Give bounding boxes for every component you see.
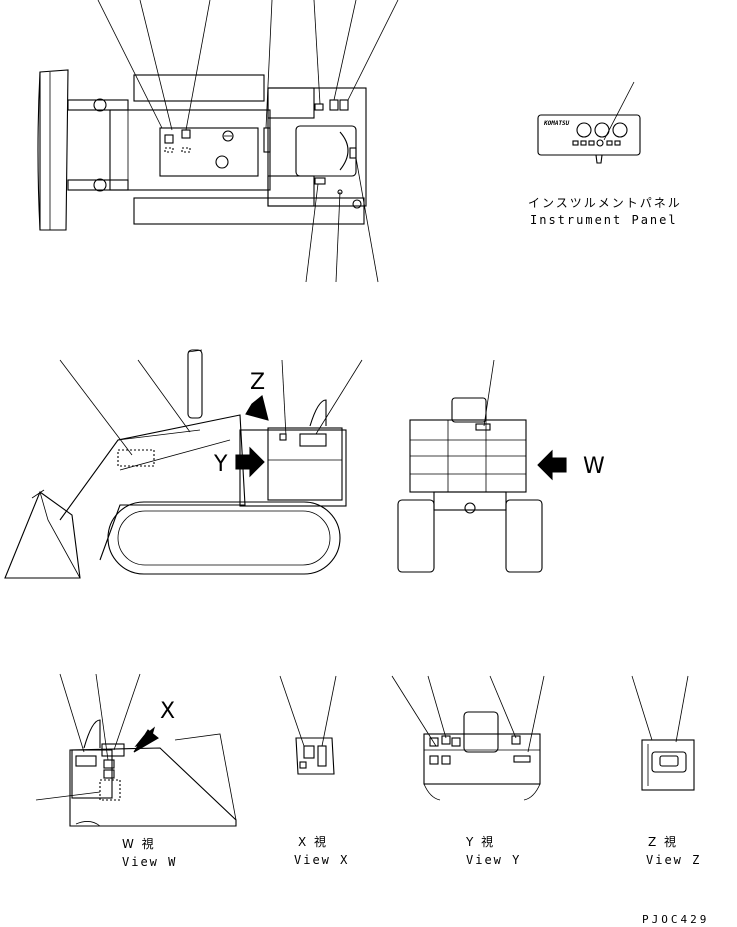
marker-z: Z <box>250 370 266 395</box>
marker-w: W <box>583 454 605 479</box>
drawing-code: PJOC429 <box>642 913 710 926</box>
view-x <box>279 675 337 775</box>
view-y-jp: Y 視 <box>466 835 496 849</box>
view-z <box>631 675 695 791</box>
top-view <box>37 0 399 283</box>
view-w <box>35 673 237 827</box>
view-w-jp: W 視 <box>122 837 156 851</box>
panel-label-jp: インスツルメントパネル <box>528 196 682 210</box>
panel-brand: KOMATSU <box>544 120 570 127</box>
panel-label-en: Instrument Panel <box>530 213 678 227</box>
view-y <box>391 675 545 801</box>
marker-x: X <box>160 699 176 724</box>
view-z-jp: Z 視 <box>648 835 679 849</box>
view-x-jp: X 視 <box>298 835 329 849</box>
instrument-panel <box>537 81 641 164</box>
side-view <box>4 349 363 579</box>
view-y-en: View Y <box>466 853 522 867</box>
front-view <box>397 359 567 573</box>
view-z-en: View Z <box>646 853 702 867</box>
view-w-en: View W <box>122 855 178 869</box>
marker-y: Y <box>214 452 228 477</box>
view-x-en: View X <box>294 853 350 867</box>
